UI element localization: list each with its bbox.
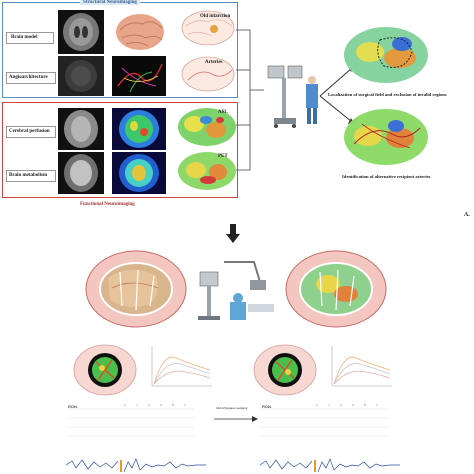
roi-col-4: 4 xyxy=(160,403,162,407)
navigation-workstation-icon xyxy=(267,65,318,128)
asl-label: ASL xyxy=(218,110,228,115)
functional-frame xyxy=(2,102,238,198)
brain-model-render xyxy=(116,14,164,50)
connector-lines xyxy=(236,29,264,171)
brain-metabolism-label: Brain metabolism xyxy=(9,173,48,178)
perfusion-color-image xyxy=(112,108,166,150)
label-box-angioarchitecture: Angioarchitecture xyxy=(6,72,56,84)
functional-title: Functional Neuroimaging xyxy=(80,202,135,207)
roi-col-2-right: 2 xyxy=(328,403,330,407)
roi-col-4-right: 4 xyxy=(352,403,354,407)
metabolism-gray-image xyxy=(58,152,104,194)
vessel-render-image xyxy=(112,56,166,96)
roi-col-5: 5 xyxy=(172,403,174,407)
outcome-brain-localization xyxy=(344,27,428,83)
panel-label: A. xyxy=(464,212,470,218)
roi-table-right-header: ROIs xyxy=(262,404,272,409)
roi-table-right-rules xyxy=(260,408,388,437)
roi-col-5-right: 5 xyxy=(364,403,366,407)
angioarchitecture-label: Angioarchitecture xyxy=(9,75,48,80)
bypass-aid-arrow xyxy=(214,416,258,422)
arteries-label: Arteries xyxy=(205,60,223,65)
roi-table-left-rules xyxy=(66,408,194,437)
roi-col-6: 6 xyxy=(184,403,186,407)
pet-brain-map xyxy=(178,152,236,190)
signal-trace-left xyxy=(66,458,206,473)
signal-trace-right xyxy=(260,458,400,473)
label-box-brain-model: Brain model xyxy=(6,32,54,44)
roi-brain-left xyxy=(73,344,137,396)
label-box-brain-metabolism: Brain metabolism xyxy=(6,170,56,182)
asl-brain-map xyxy=(178,108,236,146)
roi-table-left-header: ROIs xyxy=(68,404,78,409)
roi-brain-right xyxy=(253,344,317,396)
structural-title: Structural Neuroimaging xyxy=(80,0,140,5)
identification-outcome-label: Identification of alternative recipient … xyxy=(342,174,431,179)
roi-col-3: 3 xyxy=(148,403,150,407)
surgical-navigation-scene xyxy=(198,261,274,320)
craniotomy-illustration-right xyxy=(285,250,387,328)
outcome-brain-identification xyxy=(344,109,428,165)
roi-col-6-right: 6 xyxy=(376,403,378,407)
roi-col-1-right: 1 xyxy=(316,403,318,407)
brain-sketch-arteries xyxy=(181,56,235,92)
cerebral-perfusion-label: Cerebral perfusion xyxy=(9,129,50,134)
bypass-aid-label: Aid of bypass surgery xyxy=(216,406,248,410)
roi-col-2: 2 xyxy=(136,403,138,407)
label-box-cerebral-perfusion: Cerebral perfusion xyxy=(6,126,56,138)
localization-outcome-label: Localization of surgical field and exclu… xyxy=(328,92,447,97)
angiography-image xyxy=(58,56,104,96)
old-infarction-label: Old infarction xyxy=(200,14,231,19)
craniotomy-illustration-left xyxy=(85,250,187,328)
perfusion-gray-image xyxy=(58,108,104,150)
brain-model-label: Brain model xyxy=(11,35,38,40)
roi-col-3-right: 3 xyxy=(340,403,342,407)
metabolism-color-image xyxy=(112,152,166,194)
down-arrow-icon xyxy=(226,224,240,243)
roi-col-1: 1 xyxy=(124,403,126,407)
mri-brain-image xyxy=(58,10,104,54)
pet-label: PET xyxy=(218,154,228,159)
perfusion-curve-chart-right xyxy=(326,342,394,392)
brain-sketch-old-infarction xyxy=(181,10,235,46)
perfusion-curve-chart-left xyxy=(146,342,214,392)
